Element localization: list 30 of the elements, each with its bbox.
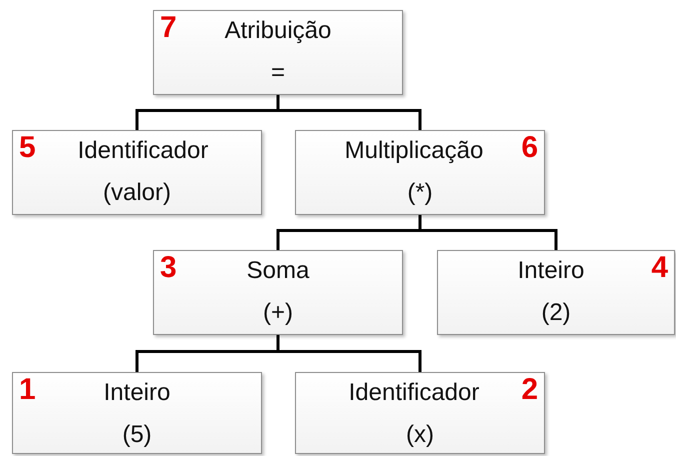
node-value: (valor) bbox=[102, 179, 171, 206]
node-title: Atribuição bbox=[224, 17, 332, 44]
node-title: Soma bbox=[246, 257, 310, 284]
tree-node-box bbox=[153, 10, 403, 95]
node-number: 4 bbox=[651, 253, 668, 283]
node-title: Identificador bbox=[78, 137, 208, 164]
node-number: 2 bbox=[521, 375, 538, 405]
node-title: Inteiro bbox=[104, 379, 170, 406]
tree-connector bbox=[418, 215, 558, 250]
node-value: (2) bbox=[541, 299, 571, 326]
node-value: (5) bbox=[122, 421, 152, 448]
node-number: 1 bbox=[19, 375, 36, 405]
node-title: Inteiro bbox=[518, 257, 584, 284]
tree-node-box bbox=[12, 372, 262, 454]
node-number: 3 bbox=[160, 253, 177, 283]
tree-node-box bbox=[153, 250, 403, 335]
node-value: (x) bbox=[406, 421, 434, 448]
node-number: 5 bbox=[19, 133, 36, 163]
node-number: 7 bbox=[160, 13, 177, 43]
tree-node-box bbox=[12, 130, 262, 215]
node-value: = bbox=[270, 59, 285, 86]
tree-node-box bbox=[295, 130, 545, 215]
tree-node-box bbox=[295, 372, 545, 454]
tree-connector bbox=[276, 95, 422, 130]
node-title: Identificador bbox=[348, 379, 480, 406]
node-number: 6 bbox=[521, 133, 538, 163]
tree-node-box bbox=[437, 250, 675, 335]
node-value: (*) bbox=[407, 179, 433, 206]
node-title: Multiplicação bbox=[344, 137, 484, 164]
node-value: (+) bbox=[263, 299, 293, 326]
